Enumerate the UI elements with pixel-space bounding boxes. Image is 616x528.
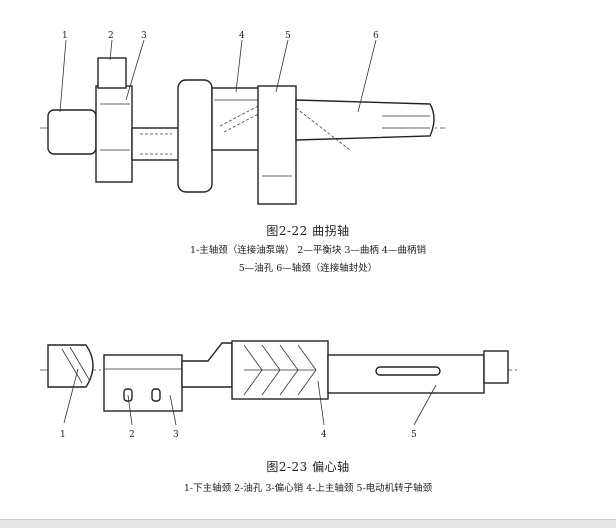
fig2-label: 4 [321,430,327,440]
main-journal-shape [47,109,97,155]
shaft-end-shape [483,350,509,384]
counterweight-shape [257,85,297,205]
crank-pin-shape [131,127,181,161]
crank-block-shape [177,79,213,193]
fig2-label: 2 [129,430,135,440]
fig2-label: 3 [173,430,179,440]
crank-web-shape [95,85,133,183]
lower-journal-shape [47,344,94,388]
fig2-label: 5 [411,430,417,440]
neck-shape [181,342,233,388]
keyway-shape [375,366,441,376]
figure1-legend-line1: 1-主轴颈（连接油泵端） 2—平衡块 3—曲柄 4—曲柄销 [190,245,426,256]
eccentric-body-shape [103,354,183,412]
figure2-legend: 1-下主轴颈 2-油孔 3-偏心销 4-上主轴颈 5-电动机转子轴颈 [183,483,433,494]
journal-shape [295,99,435,141]
pin-body-shape [211,87,261,151]
crankshaft-drawing: 1 2 3 4 5 6 [40,31,445,205]
oil-hole-shape [151,388,161,402]
fig1-label: 1 [62,31,68,41]
figure1-legend-line2: 5—油孔 6—轴颈（连接轴封处） [238,263,378,274]
balance-block-shape [97,57,127,89]
fig1-label: 5 [285,31,291,41]
status-bar [0,519,616,528]
eccentric-shaft-drawing: 1 2 3 4 5 [40,340,520,440]
figure1-caption: 图2-22 曲拐轴 [266,224,350,238]
figure2-caption: 图2-23 偏心轴 [266,460,350,474]
fig2-label: 1 [60,430,66,440]
fig1-label: 3 [141,31,147,41]
fig1-label: 4 [239,31,245,41]
fig1-label: 2 [108,31,114,41]
fig1-label: 6 [373,31,379,41]
